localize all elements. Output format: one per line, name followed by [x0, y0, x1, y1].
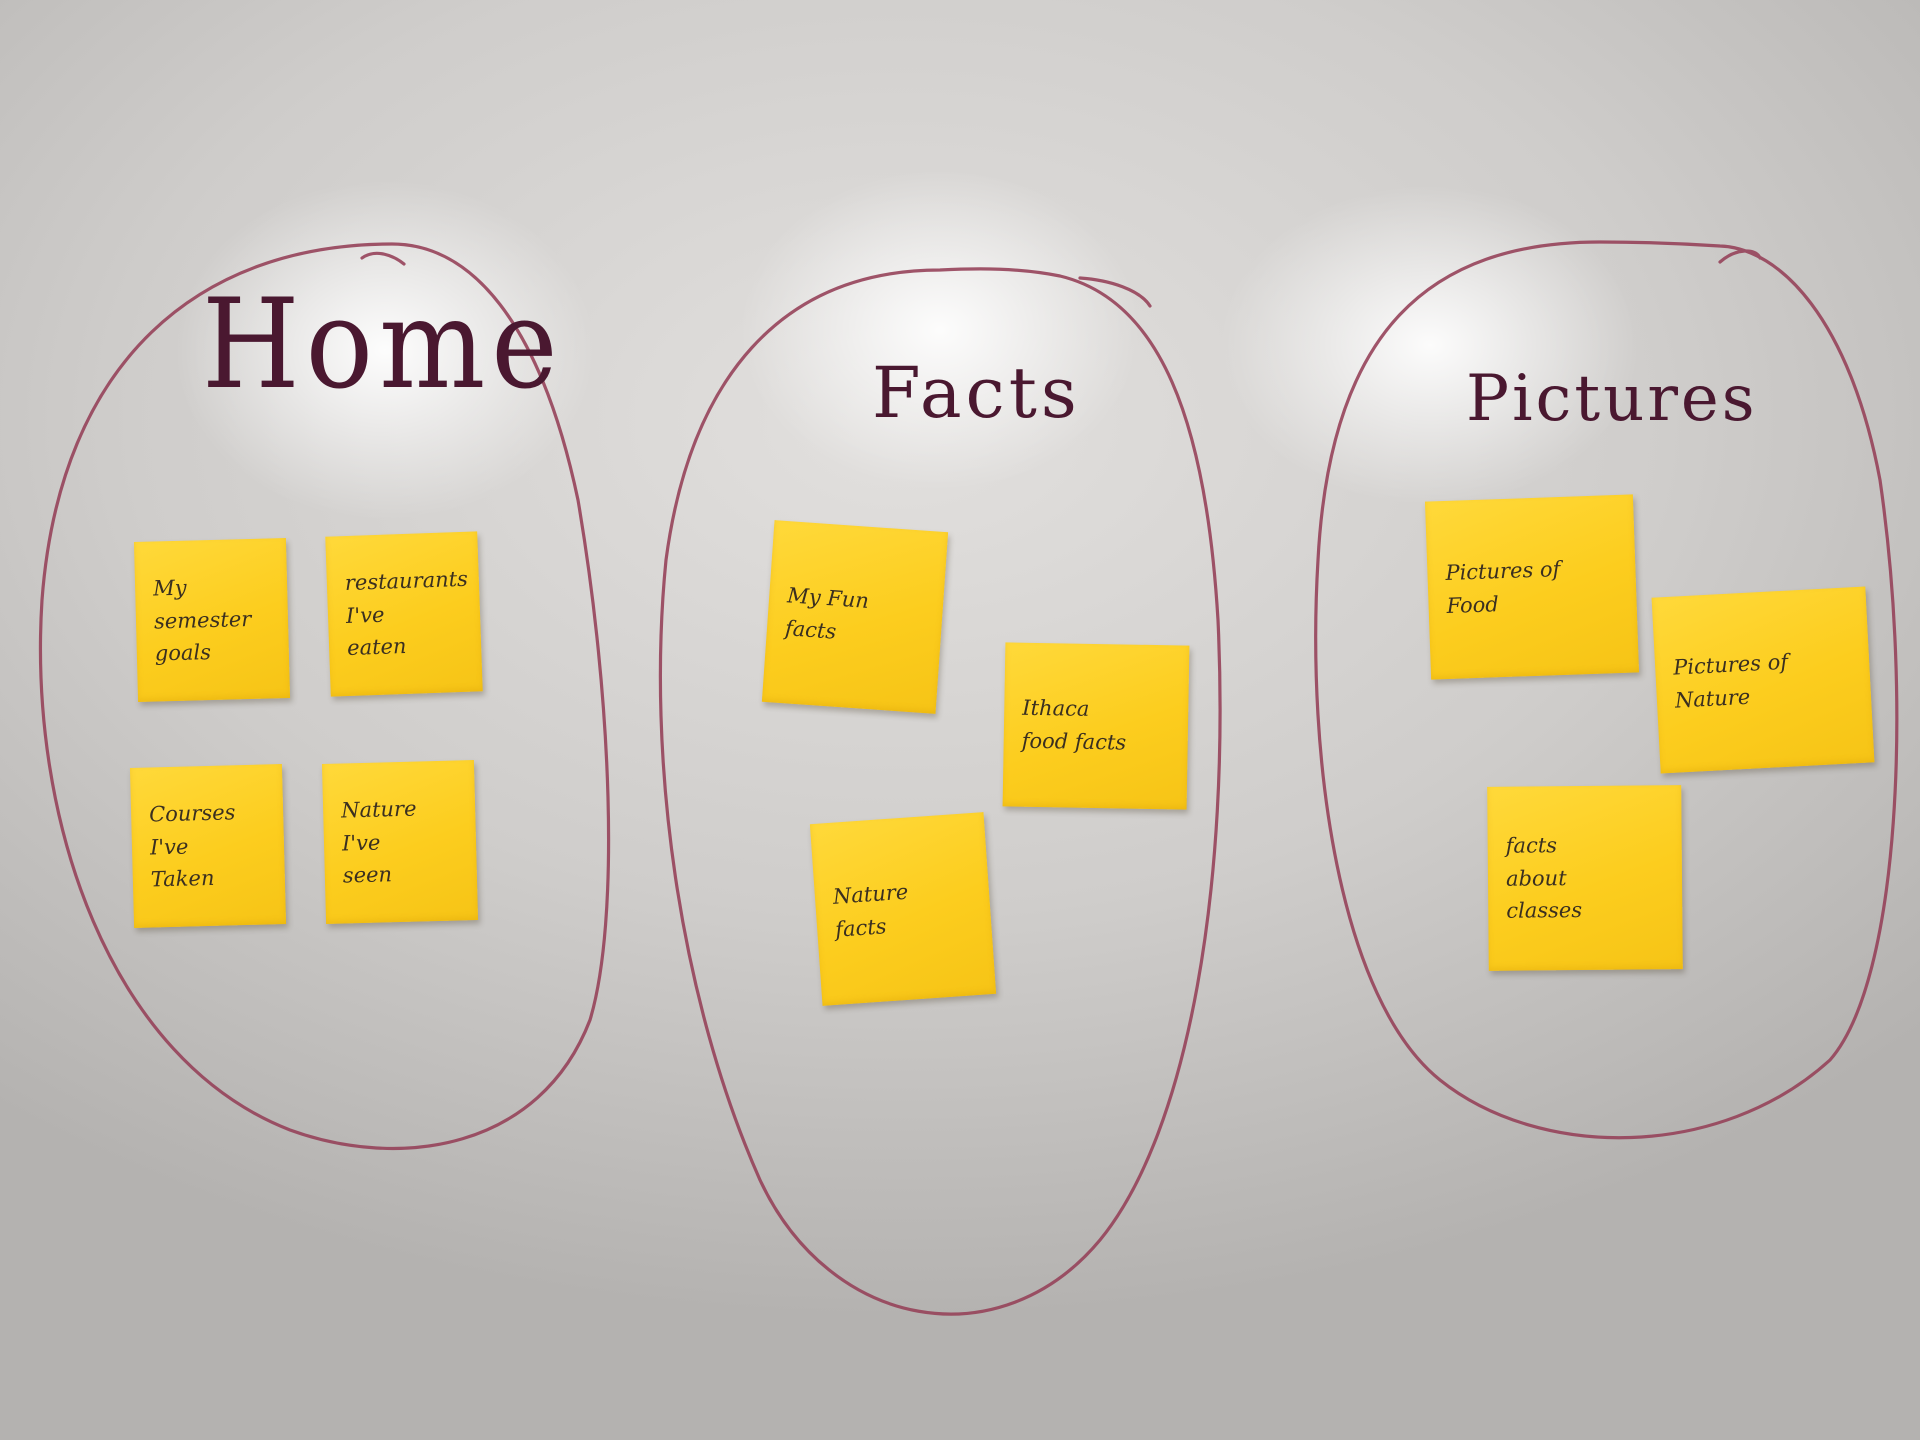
- sticky-note-semester-goals: My semester goals: [133, 538, 291, 702]
- note-text: restaurants I've eaten: [344, 566, 469, 661]
- note-text: Pictures of Nature: [1672, 650, 1789, 713]
- note-text: Nature I've seen: [340, 796, 417, 888]
- sticky-note-fun-facts: My Fun facts: [761, 520, 949, 714]
- sticky-note-ithaca-food-facts: Ithaca food facts: [1002, 642, 1190, 810]
- facts-circle: [658, 267, 1222, 1316]
- sticky-note-pictures-of-food: Pictures of Food: [1424, 494, 1640, 680]
- sticky-note-facts-about-classes: facts about classes: [1487, 785, 1683, 971]
- sticky-note-nature-facts: Nature facts: [809, 812, 997, 1006]
- sticky-note-pictures-of-nature: Pictures of Nature: [1651, 586, 1875, 774]
- note-text: My semester goals: [152, 575, 252, 666]
- heading-pictures: Pictures: [1466, 362, 1758, 436]
- heading-facts: Facts: [872, 352, 1081, 434]
- heading-home: Home: [202, 273, 564, 417]
- sticky-note-restaurants: restaurants I've eaten: [325, 531, 483, 697]
- note-text: Ithaca food facts: [1021, 696, 1127, 755]
- note-text: My Fun facts: [784, 583, 870, 644]
- pictures-circle: [1314, 240, 1899, 1140]
- note-text: Pictures of Food: [1445, 557, 1561, 618]
- sticky-note-courses: Courses I've Taken: [129, 764, 287, 928]
- note-text: Nature facts: [832, 880, 909, 942]
- sticky-note-nature-seen: Nature I've seen: [321, 760, 479, 924]
- note-text: Courses I've Taken: [148, 800, 236, 892]
- note-text: facts about classes: [1505, 833, 1583, 923]
- home-circle: [38, 242, 611, 1151]
